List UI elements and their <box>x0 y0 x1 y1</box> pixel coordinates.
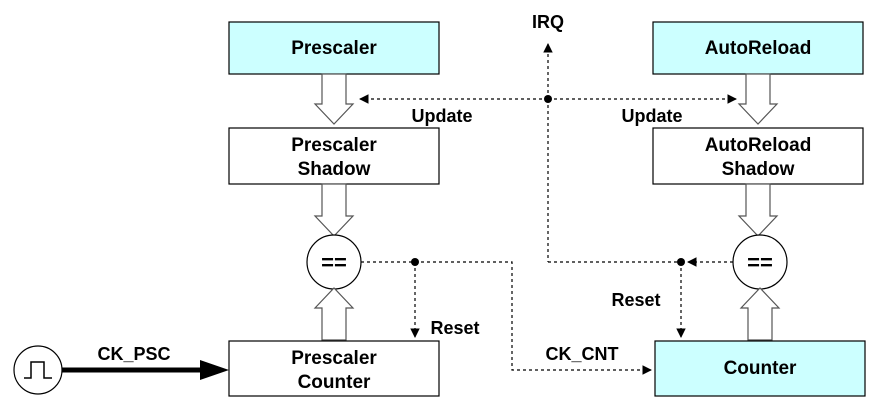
ck-cnt-line <box>415 261 652 375</box>
update-label-left: Update <box>411 106 472 126</box>
prescaler-counter-label-line1: Prescaler <box>291 348 377 369</box>
prescaler-counter-label-line2: Counter <box>298 372 371 393</box>
counter-reset-label: Reset <box>611 290 660 310</box>
ck-cnt-label: CK_CNT <box>545 344 618 364</box>
autoreload-shadow-to-compare-arrow <box>737 183 779 237</box>
clock-source-icon <box>13 345 63 395</box>
counter-comparator-symbol: == <box>747 250 773 275</box>
counter-label: Counter <box>724 358 797 379</box>
autoreload-load-arrow <box>737 73 779 125</box>
autoreload-shadow-label-line2: Shadow <box>722 159 795 180</box>
prescaler-register-box <box>228 21 440 75</box>
prescaler-load-arrow <box>313 73 355 125</box>
update-junction-dot <box>544 95 552 103</box>
ck-psc-arrowhead <box>200 360 229 380</box>
update-label-right: Update <box>621 106 682 126</box>
prescaler-counter-box <box>228 340 440 397</box>
autoreload-shadow-label-line1: AutoReload <box>705 135 812 156</box>
ck-psc-label: CK_PSC <box>97 344 170 364</box>
autoreload-register-label: AutoReload <box>705 38 812 59</box>
counter-box <box>654 340 866 397</box>
prescaler-shadow-to-compare-arrow <box>313 183 355 237</box>
prescaler-shadow-label-line2: Shadow <box>298 159 371 180</box>
prescaler-shadow-label-line1: Prescaler <box>291 135 377 156</box>
prescaler-reset-label: Reset <box>430 318 479 338</box>
prescaler-counter-to-compare-arrow <box>313 287 355 341</box>
prescaler-register-label: Prescaler <box>291 38 377 59</box>
square-wave-glyph <box>24 361 52 379</box>
prescaler-shadow-box <box>228 127 440 185</box>
prescaler-comparator-symbol: == <box>321 250 347 275</box>
irq-label: IRQ <box>532 12 564 32</box>
counter-to-compare-arrow <box>739 287 781 341</box>
